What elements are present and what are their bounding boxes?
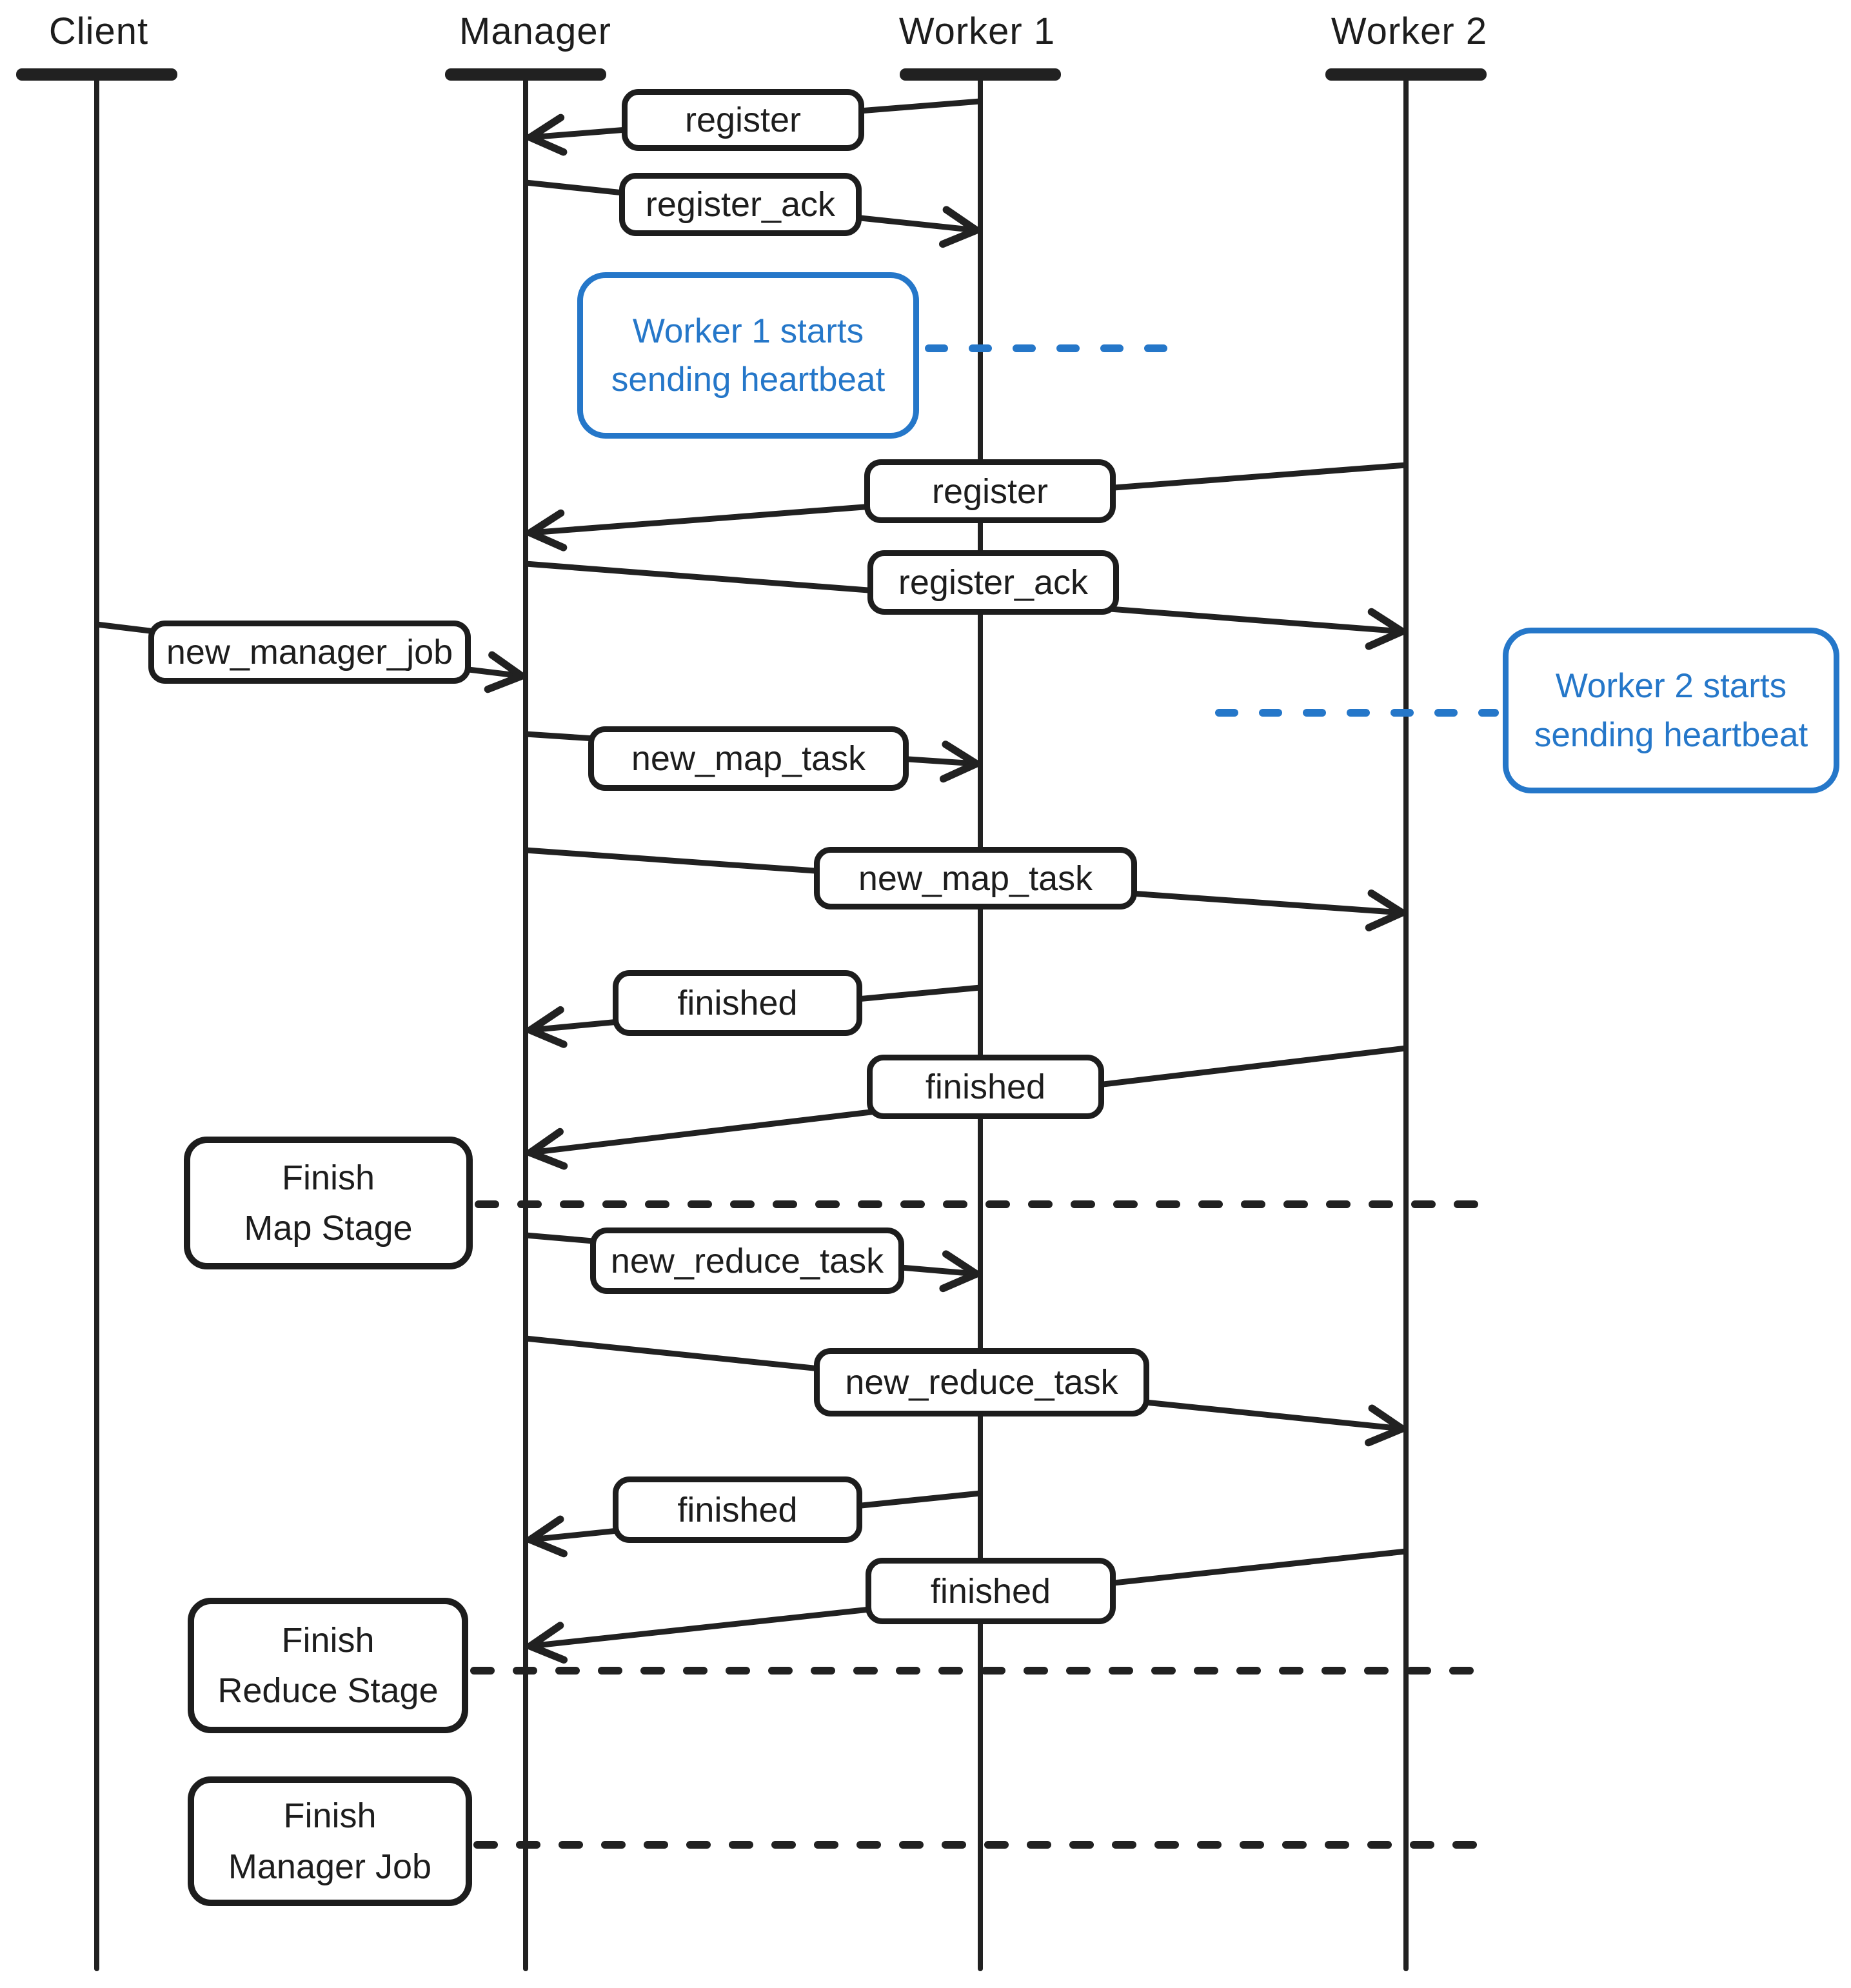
stage-finish-manager-line2: Manager Job [228, 1847, 432, 1886]
actor-label-client: Client [48, 10, 149, 52]
message-box-new-manager-job: new_manager_job [148, 621, 471, 684]
stage-box-finish-map: Finish Map Stage [184, 1137, 473, 1269]
stage-finish-reduce-line2: Reduce Stage [217, 1671, 439, 1710]
message-box-new-reduce-task-1: new_reduce_task [590, 1228, 904, 1294]
note-worker1-line2: sending heartbeat [611, 361, 886, 399]
message-box-register-ack-2: register_ack [867, 550, 1119, 615]
stage-finish-map-line2: Map Stage [244, 1209, 413, 1247]
message-box-finished-1: finished [613, 970, 862, 1036]
note-worker2-heartbeat: Worker 2 starts sending heartbeat [1503, 628, 1839, 793]
actor-label-worker1: Worker 1 [898, 10, 1056, 52]
message-box-finished-3: finished [613, 1476, 862, 1543]
actor-bar-worker2 [1325, 68, 1487, 81]
note-worker2-line2: sending heartbeat [1534, 715, 1808, 754]
actor-label-manager: Manager [459, 10, 611, 52]
note-worker1-heartbeat: Worker 1 starts sending heartbeat [577, 272, 919, 439]
actor-bar-manager [445, 68, 606, 81]
stage-finish-manager-line1: Finish [283, 1796, 377, 1836]
stage-finish-reduce-line1: Finish [281, 1620, 375, 1660]
message-box-new-reduce-task-2: new_reduce_task [814, 1348, 1149, 1416]
actor-bar-client [16, 68, 177, 81]
message-box-new-map-task-2: new_map_task [814, 847, 1137, 910]
stage-box-finish-manager: Finish Manager Job [188, 1776, 472, 1906]
message-box-new-map-task-1: new_map_task [588, 726, 909, 791]
message-box-register-ack-1: register_ack [619, 173, 862, 236]
actor-bar-worker1 [900, 68, 1061, 81]
stage-box-finish-reduce: Finish Reduce Stage [188, 1598, 468, 1733]
message-box-register-2: register [864, 459, 1116, 523]
message-box-finished-4: finished [866, 1558, 1116, 1624]
actor-label-worker2: Worker 2 [1331, 10, 1488, 52]
note-worker2-line1: Worker 2 starts [1555, 667, 1787, 706]
note-worker1-line1: Worker 1 starts [632, 312, 864, 350]
message-box-register-1: register [622, 89, 864, 151]
message-box-finished-2: finished [867, 1055, 1104, 1119]
stage-finish-map-line1: Finish [281, 1158, 375, 1197]
